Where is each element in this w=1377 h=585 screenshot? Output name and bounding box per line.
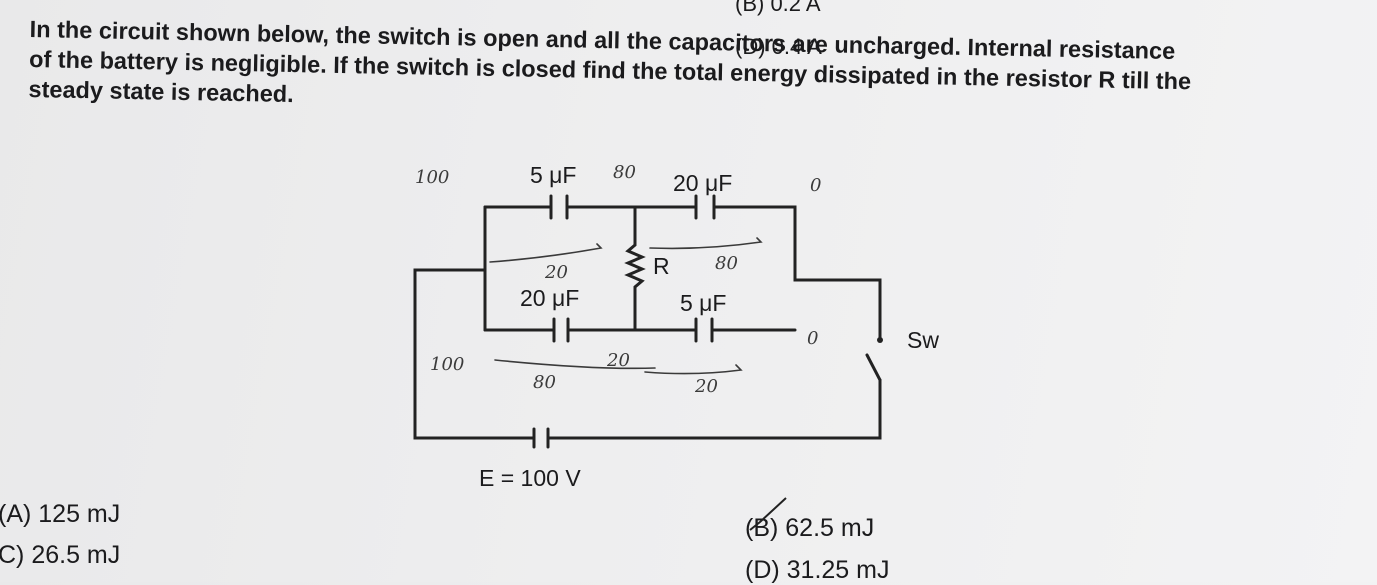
cap-top-right-label: 20 μF <box>673 170 733 196</box>
tick-mark <box>749 497 787 531</box>
option-b-top: (B) 0.2 A <box>735 0 821 16</box>
answer-b: (B) 62.5 mJ <box>745 514 875 542</box>
note-20-bottom: 20 <box>695 376 718 397</box>
note-20-center: 20 <box>607 350 630 371</box>
note-80-top: 80 <box>613 162 636 183</box>
answer-a: (A) 125 mJ <box>0 500 121 528</box>
note-80-right: 80 <box>715 253 738 274</box>
note-80-bottom: 80 <box>533 372 556 393</box>
battery-label: E = 100 V <box>479 465 581 491</box>
cap-mid-right-label: 5 μF <box>680 290 727 316</box>
cap-mid-left-label: 20 μF <box>520 285 580 311</box>
note-100-left: 100 <box>430 354 465 375</box>
note-0-mid: 0 <box>807 328 819 349</box>
note-0-top: 0 <box>810 175 822 196</box>
note-20-mid: 20 <box>545 262 568 283</box>
circuit-wires <box>413 194 883 449</box>
answer-c: C) 26.5 mJ <box>0 541 121 569</box>
switch-label: Sw <box>907 327 939 353</box>
resistor-label: R <box>653 253 670 279</box>
note-100-top: 100 <box>415 167 450 188</box>
cap-top-left-label: 5 μF <box>530 162 577 188</box>
option-d-top: (D) 0.4 A <box>735 34 822 59</box>
question-text: In the circuit shown below, the switch i… <box>28 14 1192 126</box>
circuit-diagram: 5 μF 20 μF 20 μF 5 μF R E = 100 V Sw 100… <box>395 150 939 500</box>
answer-d: (D) 31.25 mJ <box>745 556 890 584</box>
